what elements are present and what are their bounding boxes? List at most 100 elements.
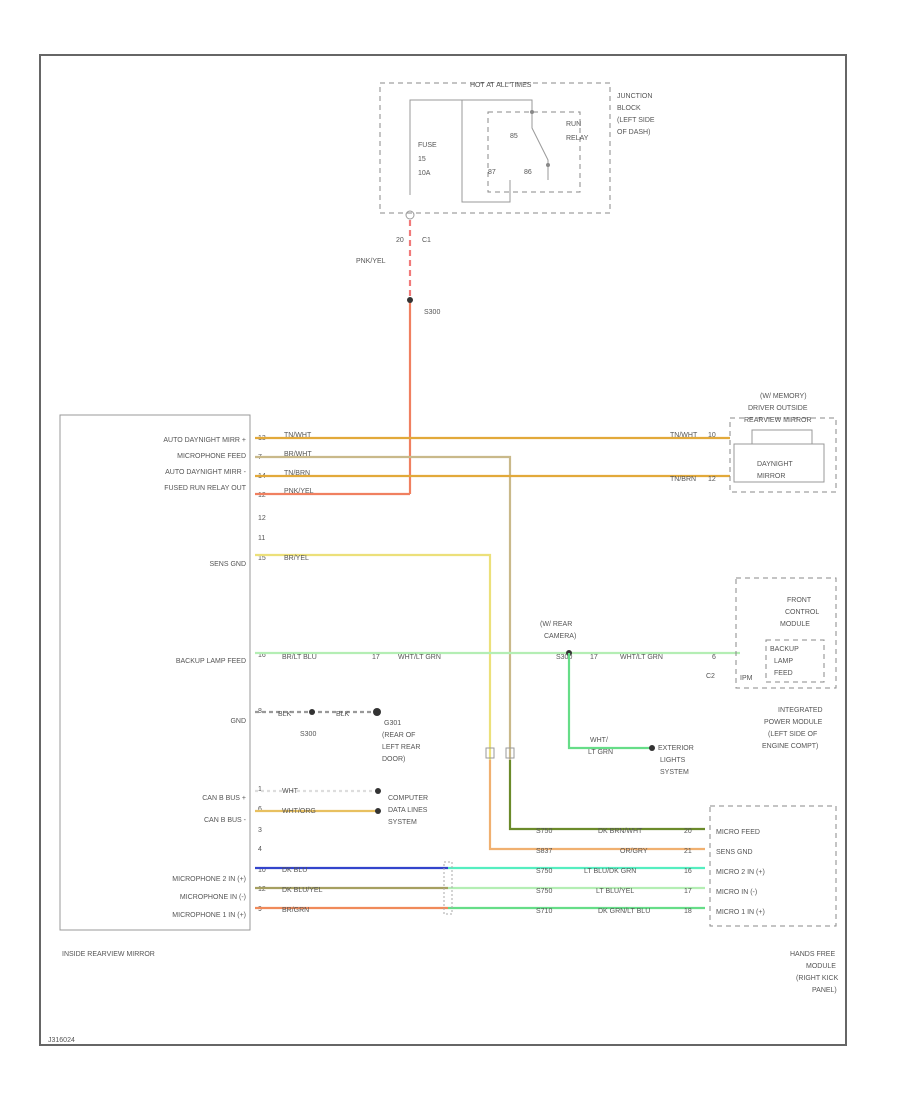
can-plus-wire: WHT — [282, 788, 299, 795]
hf-pin-5: 18 — [684, 908, 692, 915]
sens-connector-icon — [485, 747, 495, 759]
backup-pin1: 17 — [372, 654, 380, 661]
mirror-pin-num-5: 12 — [258, 515, 266, 522]
mirror-pin-num-10: 1 — [258, 786, 262, 793]
mirror-pin-label-micn: MICROPHONE IN (-) — [180, 894, 246, 901]
ipm-3: (LEFT SIDE OF — [768, 731, 817, 738]
outside-mirror-name-1: (W/ MEMORY) — [760, 393, 807, 400]
diagram-frame — [39, 54, 847, 1046]
relay-label-2: RELAY — [566, 135, 589, 142]
mirror-pin-label-3: AUTO DAYNIGHT MIRR - — [165, 469, 247, 476]
hf-label-1: MICRO FEED — [716, 829, 760, 836]
fcm-name-3: MODULE — [780, 621, 810, 628]
ground-icon — [373, 708, 381, 716]
wire-tn-wht-label: TN/WHT — [284, 432, 312, 439]
branch-wire-2: LT GRN — [588, 749, 613, 756]
fcm-sub-1: BACKUP — [770, 646, 799, 653]
feed-connector-icon — [505, 747, 515, 759]
junction-connector-pin: 20 — [396, 237, 404, 244]
relay-pin-87: 87 — [488, 169, 496, 176]
hf-wire-2: OR/GRY — [620, 848, 648, 855]
ipm-2: POWER MODULE — [764, 719, 823, 726]
mirror-pin-num-12: 3 — [258, 827, 262, 834]
gnd-splice-icon — [309, 709, 315, 715]
backup-connector: C2 — [706, 673, 715, 680]
hf-wire-1: DK BRN/WHT — [598, 828, 643, 835]
wire-br-yel-label: BR/YEL — [284, 555, 309, 562]
junction-name-1: JUNCTION — [617, 93, 652, 100]
relay-pin-85: 85 — [510, 133, 518, 140]
backup-pin-17: 17 — [590, 654, 598, 661]
backup-wire2: WHT/LT GRN — [620, 654, 663, 661]
fuse-label-3: 10A — [418, 170, 431, 177]
mirror-pin-label-mic2: MICROPHONE 2 IN (+) — [172, 876, 246, 883]
fuse-label-2: 15 — [418, 156, 426, 163]
ext-lights-1: EXTERIOR — [658, 745, 694, 752]
junction-connector-icon — [405, 210, 415, 220]
wire-br-yel — [255, 553, 492, 760]
outside-mirror: (W/ MEMORY) DRIVER OUTSIDE REARVIEW MIRR… — [729, 393, 837, 493]
computer-1: COMPUTER — [388, 795, 428, 802]
micn-wire-left: DK BLU/YEL — [282, 887, 323, 894]
front-control-module: FRONT CONTROL MODULE BACKUP LAMP FEED IP… — [735, 577, 837, 750]
backup-splice-1: (W/ REAR — [540, 621, 572, 628]
ipm-1: INTEGRATED — [778, 707, 823, 714]
mirror-pin-label-sens: SENS GND — [209, 561, 246, 568]
hf-name-1: HANDS FREE — [790, 951, 835, 958]
junction-connector-name: C1 — [422, 237, 431, 244]
hf-name-2: MODULE — [806, 963, 836, 970]
mirror-pin-label-mic1: MICROPHONE 1 IN (+) — [172, 912, 246, 919]
hf-label-2: SENS GND — [716, 849, 753, 856]
diagram-id: J316024 — [48, 1037, 75, 1044]
mirror-pin-num-13: 4 — [258, 846, 262, 853]
gnd-name-3: LEFT REAR — [382, 744, 420, 751]
hf-pin-2: 21 — [684, 848, 692, 855]
backup-pin2: 6 — [712, 654, 716, 661]
hf-pin-4: 17 — [684, 888, 692, 895]
outside-mirror-inner-2: MIRROR — [757, 473, 785, 480]
can-minus-wire: WHT/ORG — [282, 808, 316, 815]
computer-3: SYSTEM — [388, 819, 417, 826]
mirror-pin-label-gnd: GND — [230, 718, 246, 725]
hf-wire-3: LT BLU/DK GRN — [584, 868, 636, 875]
fcm-sub-2: LAMP — [774, 658, 793, 665]
mirror-pin-num-7: 15 — [258, 555, 266, 562]
gnd-wire2: BLK — [336, 711, 350, 718]
fcm-name-1: FRONT — [787, 597, 812, 604]
junction-header: HOT AT ALL TIMES — [470, 82, 532, 89]
wire-tn-brn-right-pin: 12 — [708, 476, 716, 483]
wire-pnk-yel-label: PNK/YEL — [284, 488, 314, 495]
wire-tn-brn-label: TN/BRN — [284, 470, 310, 477]
mic2-wire-left: DK BLU — [282, 867, 307, 874]
ext-lights-3: SYSTEM — [660, 769, 689, 776]
gnd-splice-label: S300 — [300, 731, 316, 738]
hf-label-5: MICRO 1 IN (+) — [716, 909, 765, 916]
hf-wire-4: LT BLU/YEL — [596, 888, 634, 895]
wire-tn-brn-right-label: TN/BRN — [670, 476, 696, 483]
outside-mirror-name-2: DRIVER OUTSIDE — [748, 405, 808, 412]
hf-name-3: (RIGHT KICK — [796, 975, 839, 982]
computer-2: DATA LINES — [388, 807, 428, 814]
outside-mirror-name-3: REARVIEW MIRROR — [744, 417, 812, 424]
mirror-name: INSIDE REARVIEW MIRROR — [62, 951, 155, 958]
hf-splice-3: S750 — [536, 868, 552, 875]
hf-splice-4: S750 — [536, 888, 552, 895]
hf-label-3: MICRO 2 IN (+) — [716, 869, 765, 876]
mirror-pin-num-9: 8 — [258, 708, 262, 715]
gnd-name-2: (REAR OF — [382, 732, 415, 739]
hf-label-4: MICRO IN (-) — [716, 889, 757, 896]
backup-wire1: WHT/LT GRN — [398, 654, 441, 661]
wire-backup-label: BR/LT BLU — [282, 654, 317, 661]
mirror-pin-num-4: 12 — [258, 492, 266, 499]
fcm-ipm: IPM — [740, 675, 753, 682]
hf-pin-3: 16 — [684, 868, 692, 875]
mirror-pin-num-16: 9 — [258, 906, 262, 913]
inside-rearview-mirror: INSIDE REARVIEW MIRROR AUTO DAYNIGHT MIR… — [59, 414, 266, 958]
mirror-pin-label-canp: CAN B BUS + — [202, 795, 246, 802]
junction-block: HOT AT ALL TIMES JUNCTION BLOCK (LEFT SI… — [379, 82, 655, 244]
mirror-pin-label-2: MICROPHONE FEED — [177, 453, 246, 460]
feed-wire-color: PNK/YEL — [356, 258, 386, 265]
wire-tn-wht-right-label: TN/WHT — [670, 432, 698, 439]
hf-splice-1: S750 — [536, 828, 552, 835]
